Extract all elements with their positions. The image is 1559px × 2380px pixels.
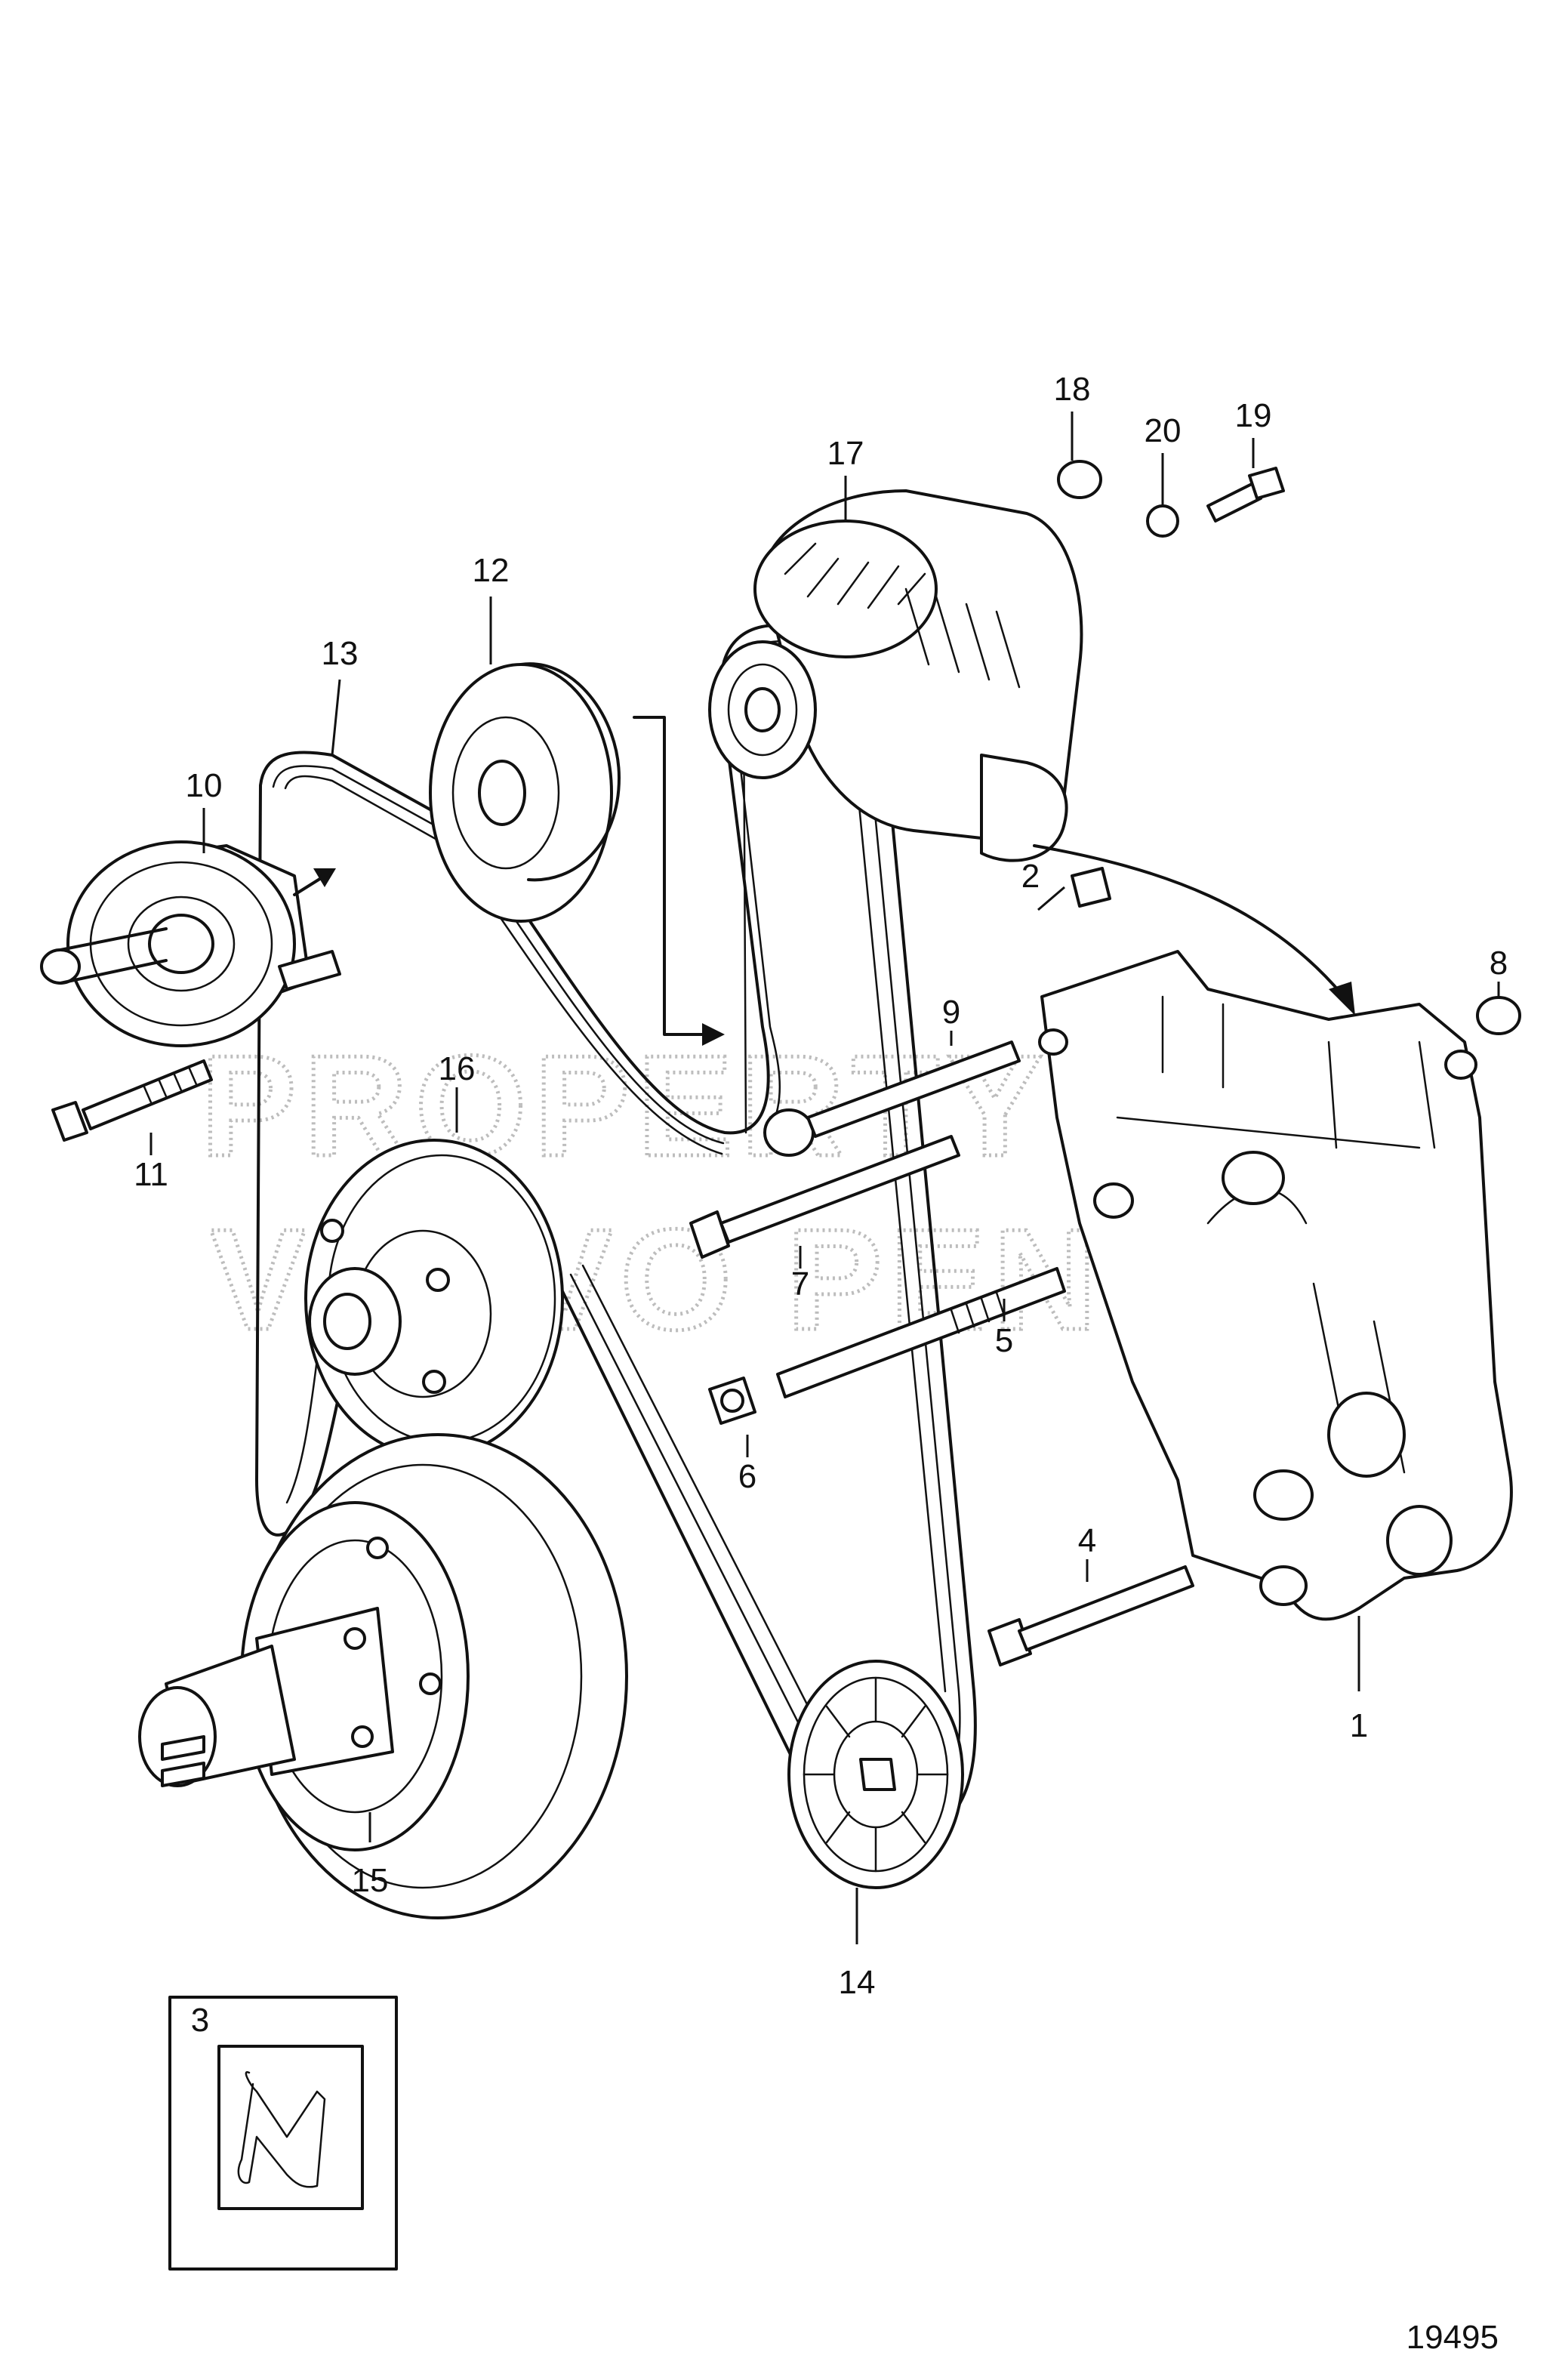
crankshaft-pulley (304, 1139, 564, 1459)
figure-number: 19495 (1406, 2319, 1499, 2356)
belt-tensioner (40, 840, 341, 1047)
callout-9: 9 (942, 994, 960, 1031)
callout-19: 19 (1235, 397, 1272, 434)
spacer (1071, 867, 1111, 908)
assembly-arrow (1033, 844, 1345, 998)
callout-13: 13 (322, 635, 359, 672)
belt-routing-inset (168, 1996, 398, 2271)
nut-8 (1476, 996, 1521, 1035)
leader-lines (149, 412, 1500, 1944)
callout-18: 18 (1054, 371, 1091, 408)
bolt-19 (1206, 467, 1285, 523)
bolt-4 (987, 1565, 1194, 1666)
callout-20: 20 (1145, 412, 1182, 449)
idler-pulley (429, 662, 621, 923)
callout-8: 8 (1490, 945, 1508, 982)
lower-idler-pulley (787, 1660, 964, 1889)
belt-direction-arrow-2 (633, 716, 711, 1036)
callout-14: 14 (839, 1964, 876, 2001)
callout-12: 12 (473, 552, 510, 589)
belt-direction-arrow-1 (293, 874, 326, 896)
mounting-bracket (1038, 950, 1513, 1621)
callout-1: 1 (1350, 1707, 1368, 1744)
tensioner-bolt (51, 1059, 213, 1142)
water-pump-pulley (138, 1433, 628, 1919)
callout-2: 2 (1021, 858, 1040, 895)
callout-10: 10 (186, 767, 223, 804)
callout-7: 7 (791, 1266, 809, 1303)
nut-6 (708, 1377, 756, 1425)
lock-washer (1146, 504, 1179, 538)
callout-4: 4 (1078, 1522, 1096, 1559)
stud-5 (776, 1267, 1066, 1398)
alternator (708, 489, 1083, 862)
nut-18 (1057, 460, 1102, 499)
callout-3: 3 (191, 2002, 209, 2039)
callout-17: 17 (827, 435, 864, 472)
stud-9 (763, 1040, 1021, 1157)
bolt-7 (689, 1135, 960, 1259)
callout-11: 11 (134, 1156, 168, 1193)
callout-15: 15 (352, 1862, 389, 1899)
callout-5: 5 (995, 1322, 1013, 1359)
callout-6: 6 (738, 1458, 756, 1495)
callout-16: 16 (439, 1050, 476, 1087)
